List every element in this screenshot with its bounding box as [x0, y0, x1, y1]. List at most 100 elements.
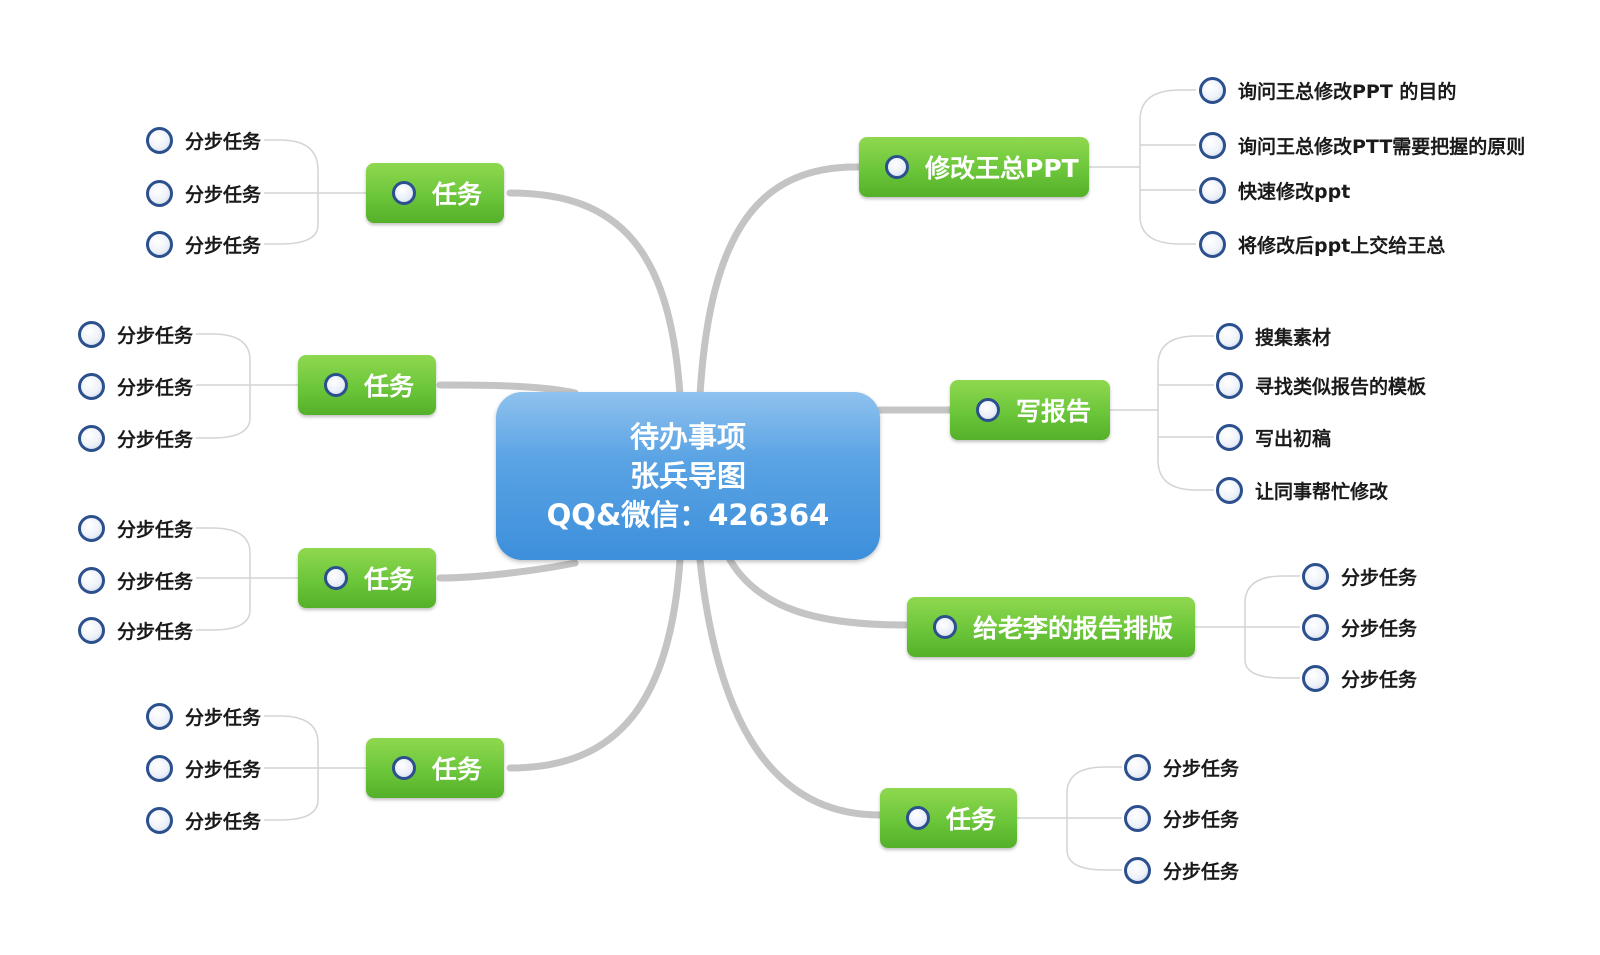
connector-main-l2 — [436, 381, 579, 397]
leaf-label: 分步任务 — [185, 234, 262, 257]
connector-l4 — [264, 715, 366, 821]
node-circle-icon — [1216, 371, 1243, 399]
leaf-l3-2[interactable]: 分步任务 — [78, 566, 193, 594]
branch-label: 修改王总PPT — [925, 154, 1079, 183]
connector-r4 — [1017, 766, 1122, 871]
leaf-r3-1[interactable]: 分步任务 — [1302, 562, 1417, 590]
node-circle-icon — [1199, 131, 1226, 159]
branch-r1[interactable]: 修改王总PPT — [859, 137, 1089, 197]
leaf-label: 分步任务 — [1163, 757, 1240, 780]
node-circle-icon — [146, 126, 173, 154]
branch-label: 任务 — [432, 755, 483, 784]
leaf-l2-3[interactable]: 分步任务 — [78, 424, 193, 452]
node-circle-icon — [392, 756, 416, 780]
branch-l2[interactable]: 任务 — [298, 355, 436, 415]
leaf-label: 分步任务 — [1163, 808, 1240, 831]
branch-label: 任务 — [364, 372, 415, 401]
node-circle-icon — [1302, 664, 1329, 692]
connector-main-r4 — [696, 556, 884, 819]
node-circle-icon — [146, 230, 173, 258]
leaf-label: 分步任务 — [1341, 668, 1418, 691]
leaf-r4-2[interactable]: 分步任务 — [1124, 804, 1239, 832]
branch-l1[interactable]: 任务 — [366, 163, 504, 223]
leaf-l1-1[interactable]: 分步任务 — [146, 126, 261, 154]
leaf-r3-3[interactable]: 分步任务 — [1302, 664, 1417, 692]
leaf-r1-1[interactable]: 询问王总修改PPT 的目的 — [1199, 76, 1456, 104]
leaf-r2-3[interactable]: 写出初稿 — [1216, 423, 1331, 451]
connector-l2 — [196, 333, 298, 439]
leaf-r3-2[interactable]: 分步任务 — [1302, 613, 1417, 641]
leaf-r4-1[interactable]: 分步任务 — [1124, 753, 1239, 781]
node-circle-icon — [1302, 613, 1329, 641]
leaf-r4-3[interactable]: 分步任务 — [1124, 856, 1239, 884]
node-circle-icon — [78, 372, 105, 400]
connector-l3 — [196, 527, 298, 631]
node-circle-icon — [1124, 753, 1151, 781]
node-circle-icon — [78, 616, 105, 644]
node-circle-icon — [146, 754, 173, 782]
node-circle-icon — [1216, 476, 1243, 504]
leaf-l4-2[interactable]: 分步任务 — [146, 754, 261, 782]
connector-r2 — [1110, 335, 1214, 491]
leaf-label: 分步任务 — [185, 758, 262, 781]
connector-main-r3 — [726, 556, 909, 629]
leaf-r2-1[interactable]: 搜集素材 — [1216, 322, 1331, 350]
node-circle-icon — [1216, 322, 1243, 350]
branch-l3[interactable]: 任务 — [298, 548, 436, 608]
node-circle-icon — [1124, 856, 1151, 884]
leaf-r1-2[interactable]: 询问王总修改PTT需要把握的原则 — [1199, 131, 1525, 159]
branch-label: 写报告 — [1016, 397, 1092, 426]
node-circle-icon — [1124, 804, 1151, 832]
leaf-label: 分步任务 — [185, 130, 262, 153]
leaf-label: 分步任务 — [1163, 860, 1240, 883]
leaf-r2-4[interactable]: 让同事帮忙修改 — [1216, 476, 1388, 504]
node-circle-icon — [146, 806, 173, 834]
branch-label: 给老李的报告排版 — [973, 614, 1174, 643]
leaf-label: 分步任务 — [185, 706, 262, 729]
leaf-label: 分步任务 — [117, 324, 194, 347]
leaf-label: 分步任务 — [185, 183, 262, 206]
leaf-label: 快速修改ppt — [1238, 180, 1351, 203]
leaf-l1-2[interactable]: 分步任务 — [146, 179, 261, 207]
leaf-label: 寻找类似报告的模板 — [1255, 375, 1427, 398]
leaf-r2-2[interactable]: 寻找类似报告的模板 — [1216, 371, 1426, 399]
branch-r4[interactable]: 任务 — [880, 788, 1017, 848]
leaf-label: 分步任务 — [185, 810, 262, 833]
connector-main-l1 — [506, 189, 684, 399]
leaf-label: 分步任务 — [117, 570, 194, 593]
leaf-l4-3[interactable]: 分步任务 — [146, 806, 261, 834]
branch-label: 任务 — [432, 180, 483, 209]
leaf-l2-2[interactable]: 分步任务 — [78, 372, 193, 400]
connector-r1 — [1089, 89, 1196, 245]
leaf-label: 分步任务 — [117, 518, 194, 541]
branch-l4[interactable]: 任务 — [366, 738, 504, 798]
leaf-r1-4[interactable]: 将修改后ppt上交给王总 — [1199, 230, 1445, 258]
leaf-l3-3[interactable]: 分步任务 — [78, 616, 193, 644]
leaf-l1-3[interactable]: 分步任务 — [146, 230, 261, 258]
node-circle-icon — [324, 566, 348, 590]
node-circle-icon — [885, 155, 909, 179]
leaf-label: 分步任务 — [117, 620, 194, 643]
leaf-l2-1[interactable]: 分步任务 — [78, 320, 193, 348]
branch-r3[interactable]: 给老李的报告排版 — [907, 597, 1195, 657]
connector-main-l4 — [506, 556, 684, 772]
branch-r2[interactable]: 写报告 — [950, 380, 1110, 440]
leaf-l4-1[interactable]: 分步任务 — [146, 702, 261, 730]
central-topic[interactable]: 待办事项 张兵导图 QQ&微信：426364 — [496, 392, 880, 560]
leaf-r1-3[interactable]: 快速修改ppt — [1199, 176, 1350, 204]
leaf-l3-1[interactable]: 分步任务 — [78, 514, 193, 542]
node-circle-icon — [1199, 230, 1226, 258]
node-circle-icon — [78, 566, 105, 594]
node-circle-icon — [906, 806, 930, 830]
leaf-label: 分步任务 — [117, 428, 194, 451]
node-circle-icon — [1216, 423, 1243, 451]
node-circle-icon — [78, 424, 105, 452]
leaf-label: 询问王总修改PTT需要把握的原则 — [1238, 135, 1526, 158]
central-author: 张兵导图 — [629, 458, 746, 493]
node-circle-icon — [78, 320, 105, 348]
leaf-label: 询问王总修改PPT 的目的 — [1238, 80, 1457, 103]
node-circle-icon — [146, 702, 173, 730]
leaf-label: 写出初稿 — [1255, 427, 1332, 450]
connector-l1 — [264, 139, 366, 245]
